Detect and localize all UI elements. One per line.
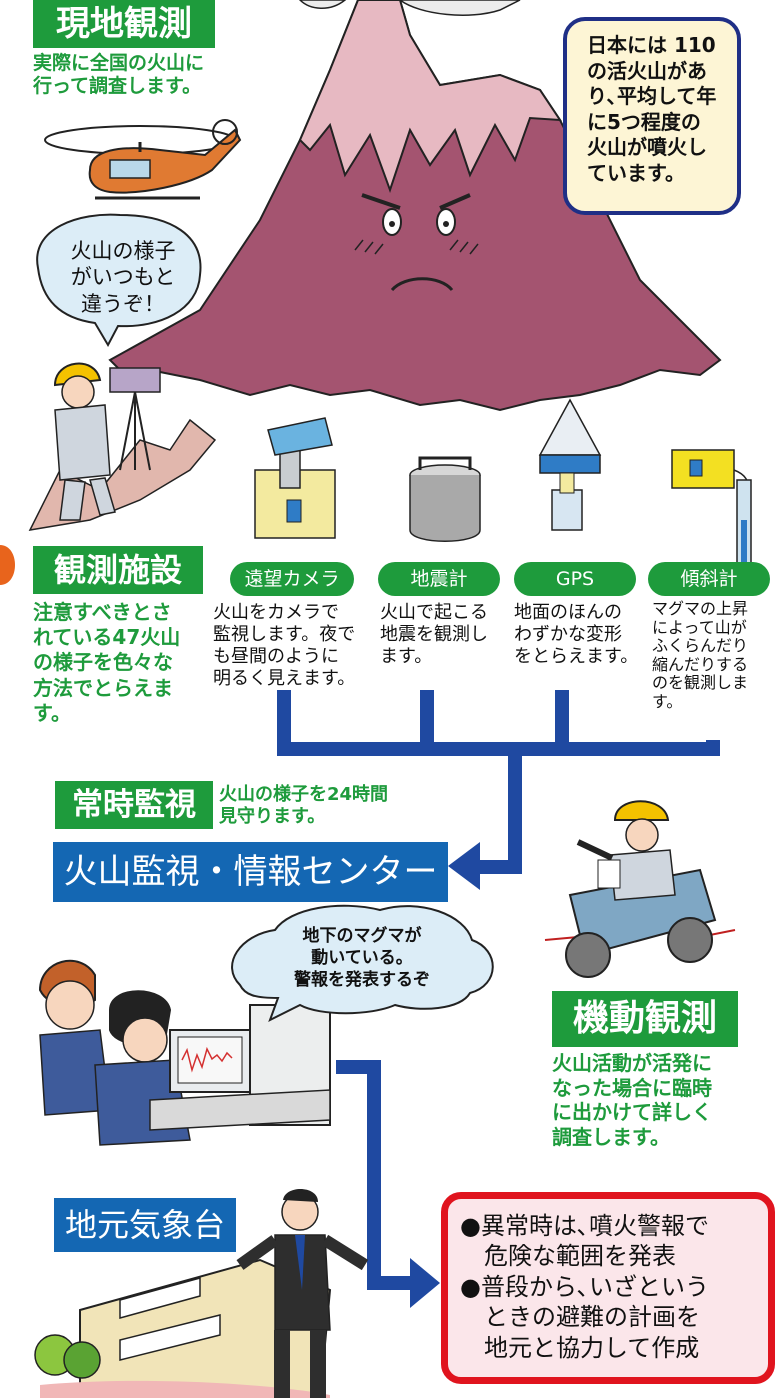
gps-description: 地面のほんのわずかな変形 をとらえます。 bbox=[514, 602, 639, 667]
local-observatory-title: 地元気象台 bbox=[54, 1198, 236, 1252]
facilities-description: 注意すべきとされている47火山の様子を色々な 方法でとらえます。 bbox=[33, 600, 181, 725]
tiltmeter-label: 傾斜計 bbox=[648, 562, 770, 596]
helicopter-illustration bbox=[44, 119, 242, 200]
mobile-observation-title: 機動観測 bbox=[552, 991, 738, 1047]
monitor-speech-bubble-shape bbox=[231, 904, 494, 1023]
mobile-observation-description: 火山活動が活発になった場合に臨時 に出かけて詳しく調査します。 bbox=[552, 1051, 712, 1149]
field-observer-illustration bbox=[28, 362, 217, 531]
gps-illustration bbox=[538, 398, 602, 531]
local-office-building-illustration bbox=[34, 1258, 332, 1398]
telescope-camera-label: 遠望カメラ bbox=[230, 562, 354, 596]
tiltmeter-illustration bbox=[671, 449, 752, 571]
volcano-illustration bbox=[108, 0, 722, 412]
facilities-title: 観測施設 bbox=[33, 546, 203, 594]
field-observation-title: 現地観測 bbox=[33, 0, 215, 48]
field-observation-description: 実際に全国の火山に行って調査します。 bbox=[33, 52, 205, 98]
field-speech-bubble-shape bbox=[36, 213, 202, 348]
alert-box: ●異常時は､噴火警報で 危険な範囲を発表 ●普段から､いざという ときの避難の計… bbox=[441, 1192, 775, 1384]
constant-monitoring-title: 常時監視 bbox=[55, 781, 213, 829]
monitor-speech-text: 地下のマグマが動いている。警報を発表するぞ bbox=[294, 926, 430, 991]
jeep-observer-illustration bbox=[544, 800, 736, 978]
seismometer-label: 地震計 bbox=[378, 562, 500, 596]
section-marker bbox=[0, 545, 15, 585]
telescope-camera-description: 火山をカメラで監視します。夜で も昼間のように明るく見えます。 bbox=[213, 602, 356, 689]
field-speech-text: 火山の様子がいつもと違うぞ！ bbox=[70, 239, 176, 316]
seismometer-illustration bbox=[409, 456, 481, 542]
tiltmeter-description: マグマの上昇によって山が ふくらんだり縮んだりする のを観測します。 bbox=[652, 599, 749, 711]
constant-monitoring-description: 火山の様子を24時間見守ります。 bbox=[219, 784, 389, 827]
camera-facility-illustration bbox=[254, 417, 336, 539]
monitoring-center-title: 火山監視・情報センター bbox=[53, 842, 448, 902]
office-workers-illustration bbox=[38, 959, 331, 1146]
seismometer-description: 火山で起こる地震を観測し ます。 bbox=[380, 602, 488, 667]
gps-label: GPS bbox=[514, 562, 636, 596]
connector-lines bbox=[277, 690, 720, 1308]
official-man-illustration bbox=[236, 1188, 369, 1398]
